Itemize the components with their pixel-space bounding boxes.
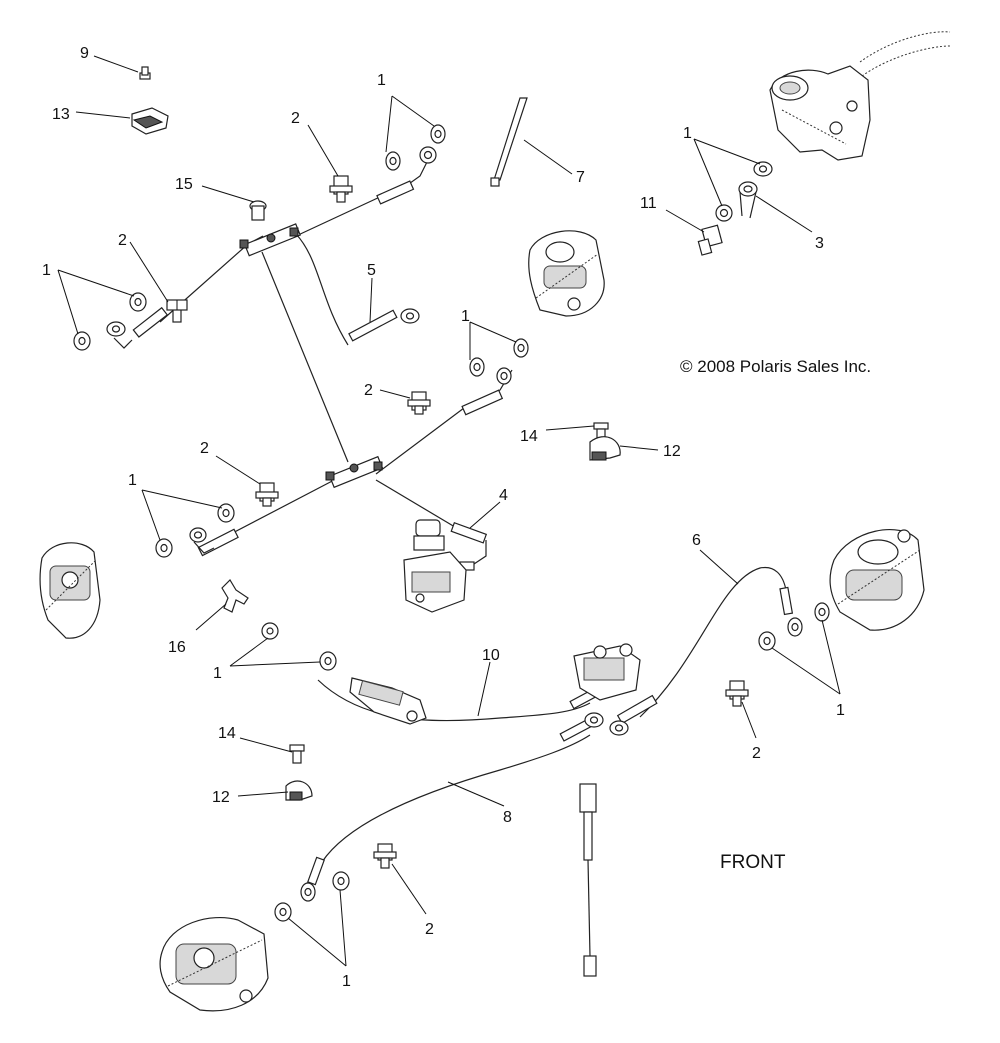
- callout-12: 12: [663, 443, 681, 460]
- callout-8: 8: [503, 809, 512, 826]
- front-caliper-right: [829, 529, 925, 631]
- rear-caliper-bottom: [159, 916, 269, 1012]
- leader-lines: [57, 55, 841, 967]
- banjo-bolts: [166, 175, 749, 869]
- callout-2: 2: [364, 382, 373, 399]
- front-caliper-upper: [528, 230, 605, 317]
- crush-washers: [73, 124, 830, 922]
- callout-1: 1: [342, 973, 351, 990]
- callout-10: 10: [482, 647, 500, 664]
- master-cylinder-assembly: [769, 31, 951, 161]
- callout-16: 16: [168, 639, 186, 656]
- brake-light-switch: [579, 783, 597, 977]
- proportioning-valve: [403, 519, 467, 613]
- callout-2: 2: [200, 440, 209, 457]
- callout-1: 1: [128, 472, 137, 489]
- callout-2: 2: [118, 232, 127, 249]
- front-label: FRONT: [720, 852, 786, 873]
- callout-14: 14: [520, 428, 538, 445]
- callout-2: 2: [425, 921, 434, 938]
- callout-2: 2: [752, 745, 761, 762]
- hose-fittings: [106, 146, 803, 902]
- callout-11: 11: [640, 195, 657, 212]
- callout-9: 9: [80, 45, 89, 62]
- callout-5: 5: [367, 262, 376, 279]
- rear-caliper-left: [39, 542, 101, 639]
- callout-13: 13: [52, 106, 70, 123]
- callout-numbers: 9 13 15 2 1 7 1 11 3 2 1 5 1 2 14 12 2 1…: [42, 45, 845, 990]
- copyright-text: © 2008 Polaris Sales Inc.: [680, 357, 871, 376]
- callout-2: 2: [291, 110, 300, 127]
- callout-4: 4: [499, 487, 508, 504]
- callout-15: 15: [175, 176, 193, 193]
- rear-master-cylinder: [349, 643, 641, 725]
- callout-1: 1: [461, 308, 470, 325]
- callout-12: 12: [212, 789, 230, 806]
- callout-14: 14: [218, 725, 236, 742]
- callout-1: 1: [836, 702, 845, 719]
- small-hardware: [131, 66, 758, 801]
- callout-1: 1: [213, 665, 222, 682]
- callout-1: 1: [683, 125, 692, 142]
- brake-hose-lines: [159, 159, 787, 863]
- callout-6: 6: [692, 532, 701, 549]
- callout-1: 1: [377, 72, 386, 89]
- callout-3: 3: [815, 235, 824, 252]
- callout-1: 1: [42, 262, 51, 279]
- callout-7: 7: [576, 169, 585, 186]
